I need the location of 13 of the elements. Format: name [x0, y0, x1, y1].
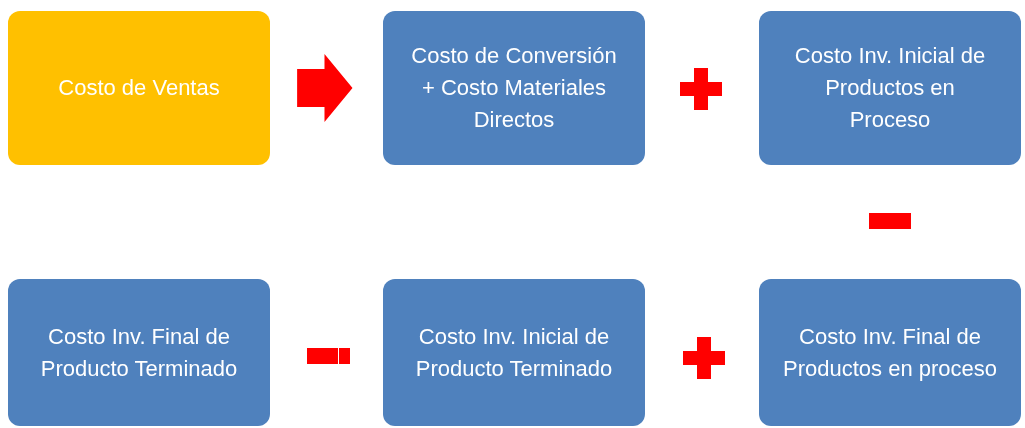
box-label: Costo Inv. Inicial de Producto Terminado — [414, 322, 614, 383]
process-box — [383, 279, 645, 426]
result-box — [8, 11, 270, 165]
arrow — [297, 54, 353, 122]
box-label: Costo Inv. Final de Productos en proceso — [782, 322, 998, 383]
process-box — [759, 11, 1021, 165]
process-box — [8, 279, 270, 426]
box-label: Costo Inv. Inicial de Productos en Proceso — [793, 42, 987, 134]
box-label: Costo de Conversión + Costo Materiales Directos — [410, 42, 618, 134]
process-box — [383, 11, 645, 165]
process-box — [759, 279, 1021, 426]
box-label: Costo de Ventas — [58, 74, 220, 102]
box-label: Costo Inv. Final de Producto Terminado — [39, 322, 239, 383]
